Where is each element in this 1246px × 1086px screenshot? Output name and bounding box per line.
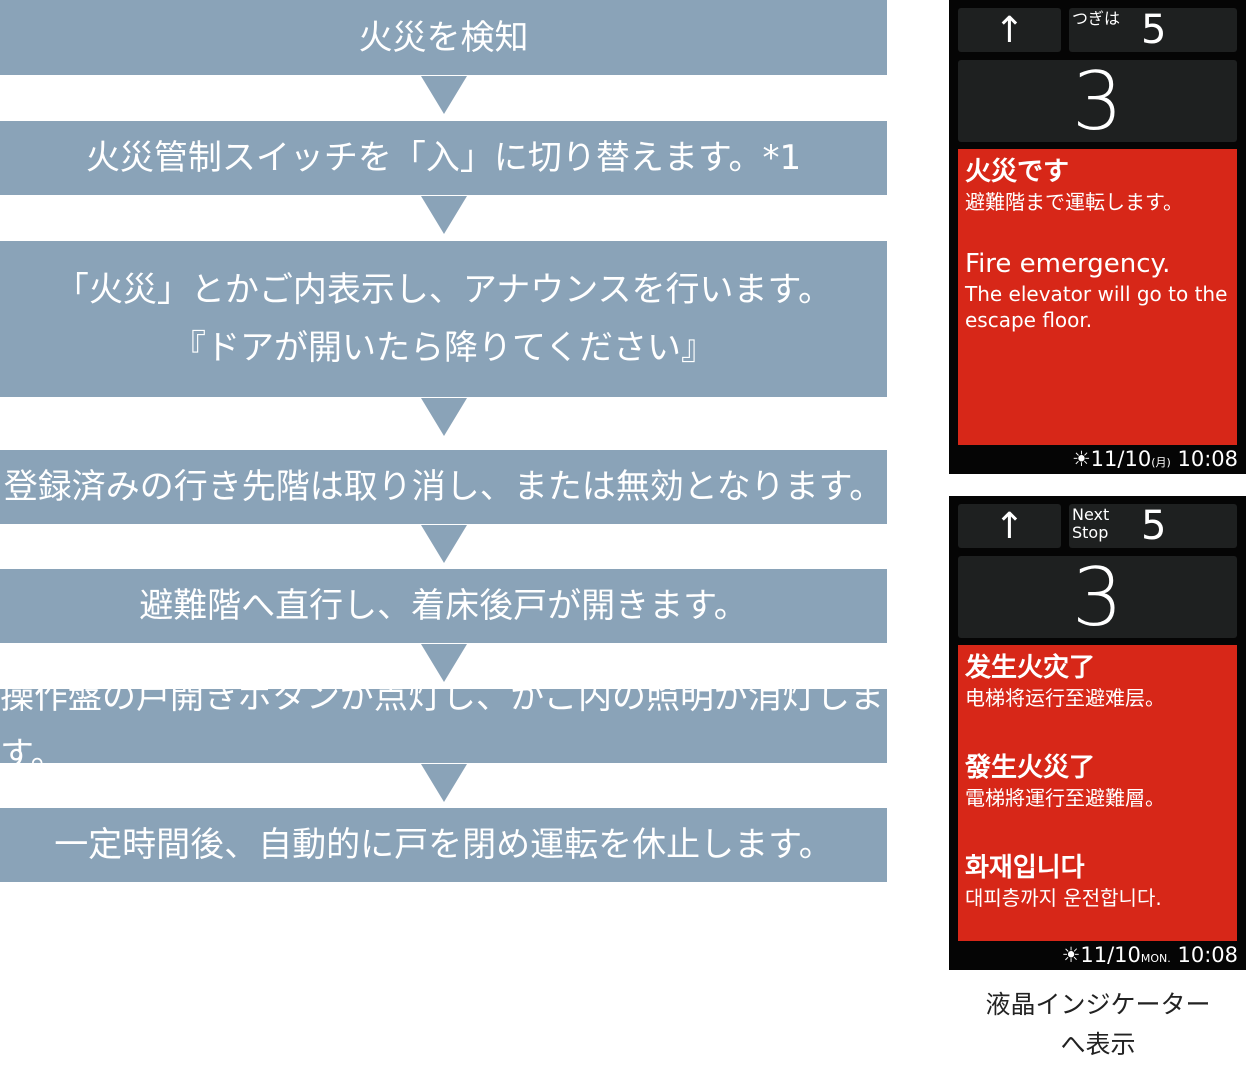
flow-arrow [421, 398, 467, 436]
weekday: (月) [1151, 456, 1171, 469]
alert-title-ko: 화재입니다 [965, 853, 1085, 883]
flow-arrow [421, 76, 467, 114]
datetime: ☀11/10(月) 10:08 [1072, 446, 1238, 476]
alert-message: 火災です 避難階まで運転します。 Fire emergency. The ele… [958, 149, 1237, 445]
alert-body-en: The elevator will go to the escape floor… [965, 282, 1228, 332]
alert-body-zh-s: 电梯将运行至避难层。 [965, 686, 1165, 710]
current-floor: 3 [958, 60, 1237, 144]
indicator-panel-japanese: ↑ つぎは 5 3 火災です 避難階まで運転します。 Fire emergenc… [949, 0, 1246, 474]
flow-step-1: 火災を検知 [0, 0, 887, 75]
flow-arrow [421, 196, 467, 234]
indicator-caption: 液晶インジケーターへ表示 [960, 985, 1236, 1065]
caption-line: へ表示 [1060, 1030, 1136, 1059]
time: 10:08 [1177, 943, 1238, 967]
alert-title-zh-s: 发生火灾了 [965, 653, 1096, 683]
flow-arrow [421, 525, 467, 563]
weather-icon: ☀ [1071, 447, 1091, 471]
step-text: 操作盤の戸開きボタンが点灯し、かご内の照明が消灯します。 [0, 677, 884, 775]
alert-body-ko: 대피층까지 운전합니다. [965, 886, 1162, 910]
flow-arrow [421, 644, 467, 682]
step-text: 火災を検知 [358, 17, 529, 58]
weekday: MON. [1140, 952, 1171, 965]
step-text: 避難階へ直行し、着床後戸が開きます。 [139, 586, 748, 626]
alert-title-en: Fire emergency. [965, 249, 1171, 279]
next-label: つぎは [1072, 9, 1121, 28]
current-floor: 3 [958, 556, 1237, 640]
flow-step-4: 登録済みの行き先階は取り消し、または無効となります。 [0, 450, 887, 524]
step-text: 「火災」とかご内表示し、アナウンスを行います。 [54, 270, 833, 310]
date: 11/10 [1090, 447, 1152, 471]
alert-body-zh-t: 電梯將運行至避難層。 [965, 786, 1165, 810]
flow-arrow [421, 764, 467, 802]
time: 10:08 [1177, 447, 1238, 471]
step-text: 登録済みの行き先階は取り消し、または無効となります。 [3, 467, 884, 507]
date: 11/10 [1080, 943, 1141, 967]
step-text: 『ドアが開いたら降りてください』 [172, 328, 715, 368]
datetime: ☀11/10MON. 10:08 [1062, 942, 1238, 972]
weather-icon: ☀ [1061, 943, 1081, 967]
up-arrow-icon: ↑ [958, 8, 1061, 52]
next-floor: 5 [1141, 503, 1167, 549]
up-arrow-icon: ↑ [958, 504, 1061, 548]
next-stop-tile: つぎは 5 [1069, 8, 1237, 52]
alert-title-zh-t: 發生火災了 [965, 753, 1096, 783]
alert-title-ja: 火災です [965, 157, 1070, 187]
alert-message: 发生火灾了 电梯将运行至避难层。 發生火災了 電梯將運行至避難層。 화재입니다 … [958, 645, 1237, 941]
alert-body-ja: 避難階まで運転します。 [965, 190, 1183, 214]
flow-step-3: 「火災」とかご内表示し、アナウンスを行います。『ドアが開いたら降りてください』 [0, 241, 887, 397]
flow-step-2: 火災管制スイッチを「入」に切り替えます。*1 [0, 121, 887, 195]
caption-line: 液晶インジケーター [985, 990, 1211, 1019]
flow-step-6: 操作盤の戸開きボタンが点灯し、かご内の照明が消灯します。 [0, 677, 887, 775]
step-text: 火災管制スイッチを「入」に切り替えます。*1 [85, 138, 802, 178]
flow-step-7: 一定時間後、自動的に戸を閉め運転を休止します。 [0, 808, 887, 882]
flow-step-5: 避難階へ直行し、着床後戸が開きます。 [0, 569, 887, 643]
next-floor: 5 [1141, 7, 1167, 53]
step-text: 一定時間後、自動的に戸を閉め運転を休止します。 [54, 825, 833, 865]
